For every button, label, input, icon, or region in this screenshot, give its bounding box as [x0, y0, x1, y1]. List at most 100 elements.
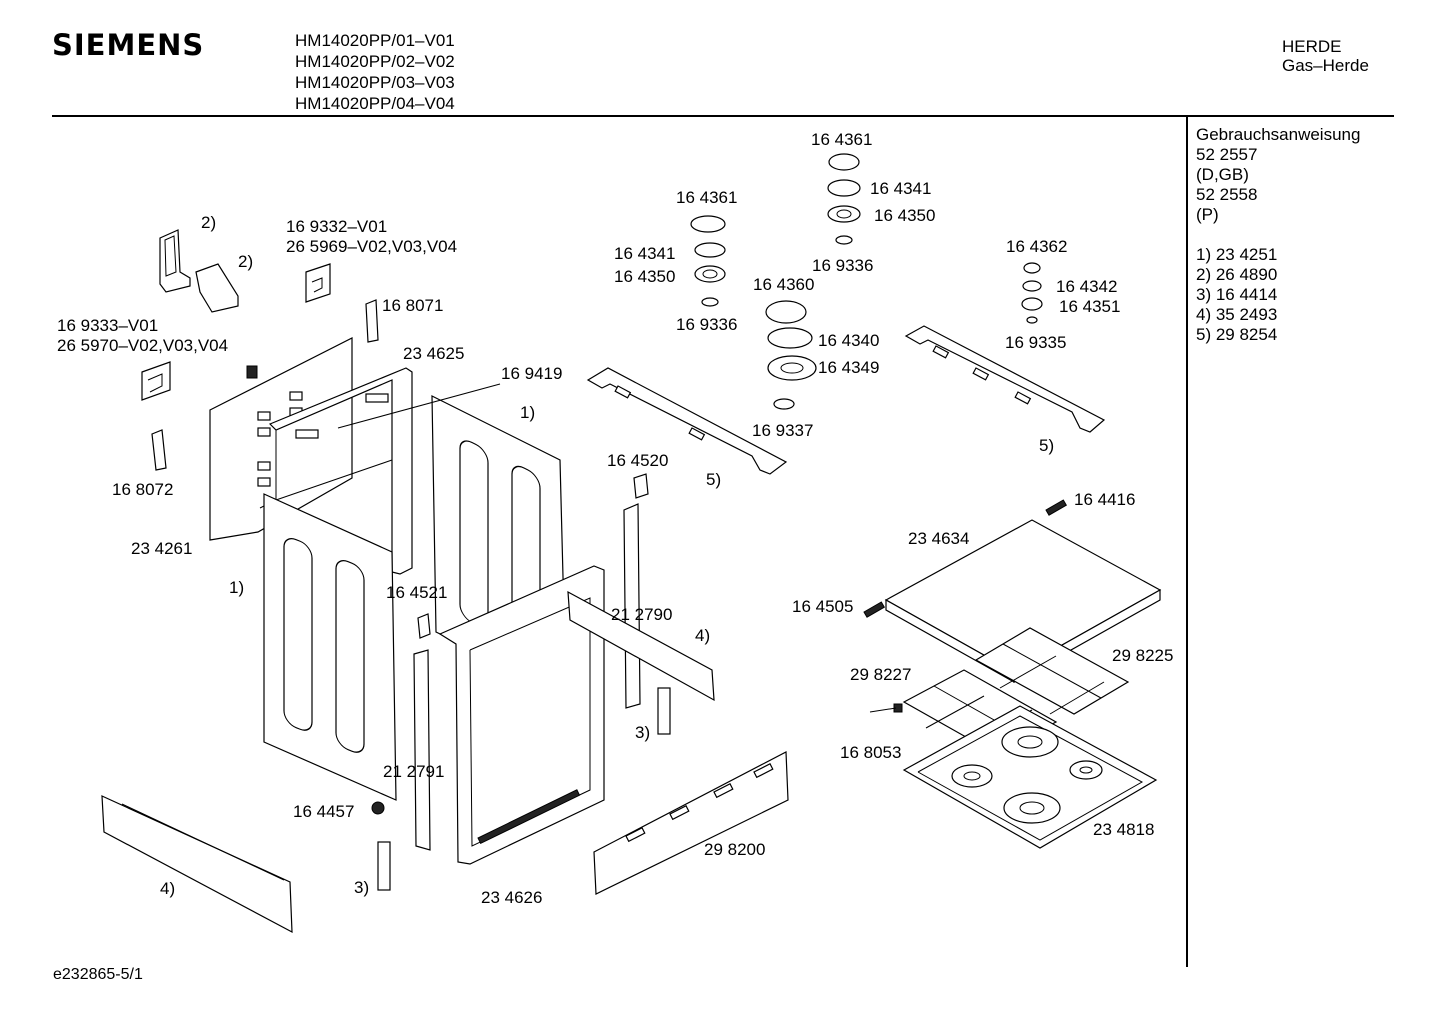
burner-stack-left — [690, 215, 726, 307]
model-number: HM14020PP/04–V04 — [295, 94, 455, 113]
label-164521: 16 4521 — [386, 583, 448, 602]
hob-234818 — [902, 705, 1158, 849]
label-169336-left: 16 9336 — [676, 315, 738, 334]
label-169332: 16 9332–V01 — [286, 217, 388, 236]
label-5-left: 5) — [706, 470, 722, 489]
front-frame-234626 — [438, 565, 605, 865]
label-234634: 23 4634 — [908, 529, 970, 548]
label-234261: 23 4261 — [131, 539, 193, 558]
label-164340: 16 4340 — [818, 331, 880, 350]
frame-234625 — [259, 367, 413, 575]
plate-169332 — [305, 263, 331, 303]
label-298225: 29 8225 — [1112, 646, 1174, 665]
label-5-right: 5) — [1039, 436, 1055, 455]
label-169336-top: 16 9336 — [812, 256, 874, 275]
label-234625: 23 4625 — [403, 344, 465, 363]
label-234626: 23 4626 — [481, 888, 543, 907]
label-298227: 29 8227 — [850, 665, 912, 684]
leader-lines — [337, 383, 897, 713]
sidebar-line: 3) 16 4414 — [1196, 285, 1278, 304]
label-164362: 16 4362 — [1006, 237, 1068, 256]
crossbar-4-left — [101, 795, 293, 934]
label-2-b: 2) — [238, 252, 254, 271]
clip-164520 — [633, 473, 649, 499]
sidebar-line: 52 2558 — [1196, 185, 1258, 204]
category-main: HERDE — [1282, 37, 1342, 56]
label-4-left: 4) — [160, 879, 176, 898]
model-list: HM14020PP/01–V01 HM14020PP/02–V02 HM1402… — [295, 30, 455, 114]
clip-168072 — [151, 429, 167, 471]
label-169333: 16 9333–V01 — [57, 316, 159, 335]
label-298200: 29 8200 — [704, 840, 766, 859]
drawing-code: e232865-5/1 — [53, 966, 143, 983]
label-265970: 26 5970–V02,V03,V04 — [57, 336, 229, 355]
category-sub: Gas–Herde — [1282, 56, 1369, 75]
sidebar-line: Gebrauchsanweisung — [1196, 125, 1361, 144]
rail-212791 — [413, 649, 431, 851]
label-265969: 26 5969–V02,V03,V04 — [286, 237, 458, 256]
bracket-2-upper — [159, 229, 191, 293]
sidebar-line: 4) 35 2493 — [1196, 305, 1278, 324]
label-168071: 16 8071 — [382, 296, 444, 315]
label-2-a: 2) — [201, 213, 217, 232]
label-3-upper: 3) — [635, 723, 651, 742]
label-212791: 21 2791 — [383, 762, 445, 781]
label-164341-top: 16 4341 — [870, 179, 932, 198]
label-164350-left: 16 4350 — [614, 267, 676, 286]
label-164416: 16 4416 — [1074, 490, 1136, 509]
crossbar-4-right — [567, 590, 715, 702]
burner-stack-top — [827, 153, 861, 245]
label-3-lower: 3) — [354, 878, 370, 897]
bracket-2-lower — [195, 263, 239, 313]
sidebar-line: (D,GB) — [1196, 165, 1249, 184]
label-164505: 16 4505 — [792, 597, 854, 616]
rear-panel-234261 — [209, 337, 353, 541]
label-164457: 16 4457 — [293, 802, 355, 821]
label-164351: 16 4351 — [1059, 297, 1121, 316]
side-panel-left — [263, 493, 397, 801]
sidebar-divider — [1186, 117, 1188, 967]
label-169335: 16 9335 — [1005, 333, 1067, 352]
model-number: HM14020PP/03–V03 — [295, 73, 455, 92]
label-168072: 16 8072 — [112, 480, 174, 499]
label-168053: 16 8053 — [840, 743, 902, 762]
model-number: HM14020PP/02–V02 — [295, 52, 455, 71]
label-164361-left: 16 4361 — [676, 188, 738, 207]
pan-support-298225 — [974, 627, 1130, 715]
burner-stack-large — [765, 300, 817, 410]
label-164360: 16 4360 — [753, 275, 815, 294]
hinge-3-lower — [377, 841, 391, 891]
label-234818: 23 4818 — [1093, 820, 1155, 839]
sidebar-line: 52 2557 — [1196, 145, 1258, 164]
label-164349: 16 4349 — [818, 358, 880, 377]
label-164341-left: 16 4341 — [614, 244, 676, 263]
burner-stack-small — [1021, 262, 1043, 324]
category: HERDE Gas–Herde — [1282, 37, 1369, 75]
header-rule — [52, 115, 1394, 117]
hinge-3-upper — [657, 687, 671, 735]
sidebar-line: (P) — [1196, 205, 1219, 224]
foot-164457 — [371, 801, 385, 815]
burner-rail-left — [586, 367, 788, 475]
brand-logo: SIEMENS — [52, 28, 205, 62]
screw — [246, 365, 258, 379]
label-169337: 16 9337 — [752, 421, 814, 440]
label-1-left: 1) — [229, 578, 245, 597]
clip-168071 — [365, 299, 379, 343]
clip-164521 — [417, 613, 431, 639]
model-number: HM14020PP/01–V01 — [295, 31, 455, 50]
sidebar-line: 1) 23 4251 — [1196, 245, 1278, 264]
label-164361-top: 16 4361 — [811, 130, 873, 149]
kick-panel-298200 — [593, 751, 789, 895]
label-4-right: 4) — [695, 626, 711, 645]
sidebar-line: 2) 26 4890 — [1196, 265, 1278, 284]
burner-rail-right — [904, 325, 1106, 433]
label-164350-top: 16 4350 — [874, 206, 936, 225]
label-212790: 21 2790 — [611, 605, 673, 624]
sidebar-notes: Gebrauchsanweisung 52 2557 (D,GB) 52 255… — [1196, 125, 1360, 345]
label-169419: 16 9419 — [501, 364, 563, 383]
label-164520: 16 4520 — [607, 451, 669, 470]
plate-169333 — [141, 361, 171, 401]
sidebar-line: 5) 29 8254 — [1196, 325, 1278, 344]
